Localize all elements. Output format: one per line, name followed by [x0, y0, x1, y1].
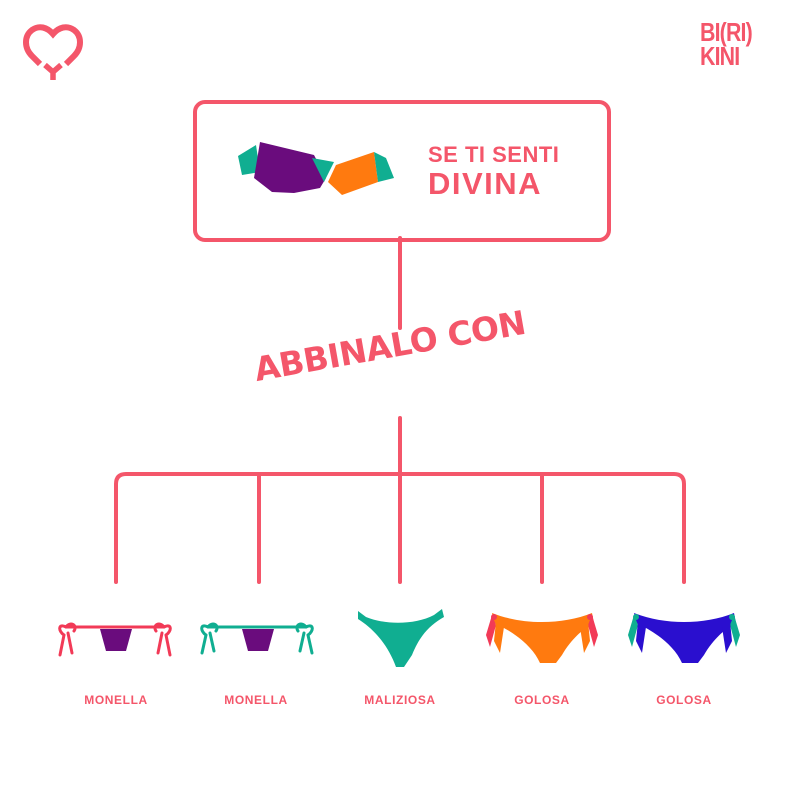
item-label-4: GOLOSA	[514, 693, 570, 707]
golosa-orange-bottom-image	[486, 613, 598, 663]
golosa-blue-bottom-image	[628, 613, 740, 663]
wordmark-line-2: KINI	[700, 41, 740, 71]
item-label-5: GOLOSA	[656, 693, 712, 707]
top-card-line-1: SE TI SENTI	[428, 142, 560, 167]
bandeau-top-image	[238, 142, 394, 195]
monella-pink-bottom-image	[58, 622, 172, 657]
item-label-1: MONELLA	[84, 693, 148, 707]
top-card-line-2: DIVINA	[428, 166, 543, 201]
monella-teal-bottom-image	[200, 622, 314, 655]
top-card	[193, 100, 611, 242]
wordmark-line-1: BI(RI)	[700, 17, 753, 47]
item-label-3: MALIZIOSA	[364, 693, 436, 707]
heart-y-logo-icon	[22, 18, 84, 80]
brand-wordmark: BI(RI) KINI	[700, 17, 753, 71]
maliziosa-teal-bottom-image	[358, 609, 444, 667]
item-label-2: MONELLA	[224, 693, 288, 707]
